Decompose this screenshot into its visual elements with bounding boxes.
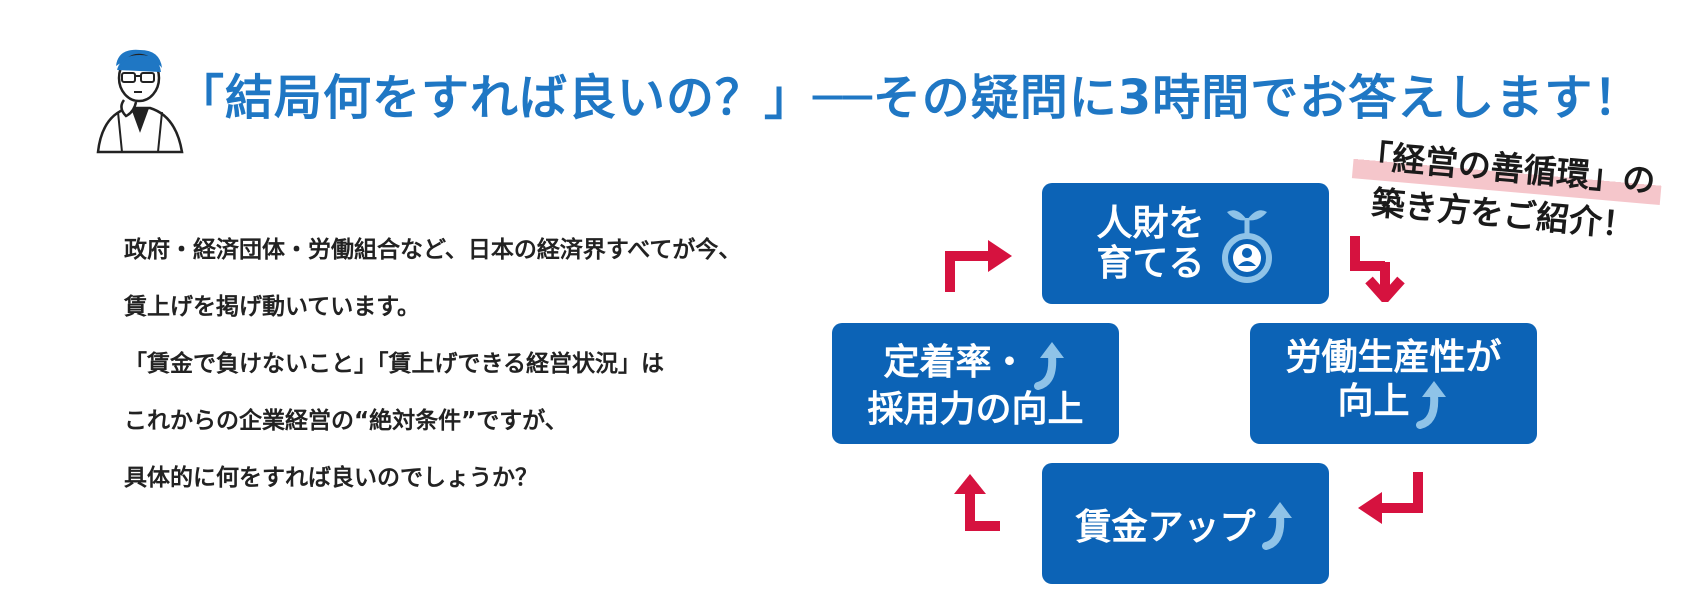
red-arrow-top-left-icon xyxy=(945,240,1012,292)
cycle-label-line2: 育てる xyxy=(1096,242,1205,284)
intro-line: 「賃金で負けないこと」「賃上げできる経営状況」は xyxy=(124,351,665,377)
red-arrow-bottom-left-icon xyxy=(954,474,1000,531)
red-arrow-bottom-right-icon xyxy=(1358,472,1423,524)
intro-line: 賃上げを掲げ動いています。 xyxy=(124,294,421,320)
cycle-label-line1: 定着率・ xyxy=(883,341,1028,383)
cycle-label-line2: 採用力の向上 xyxy=(867,388,1084,430)
cycle-label-line2-wrap: 向上 xyxy=(1337,377,1449,430)
up-arrow-icon xyxy=(1033,341,1064,390)
intro-line: これからの企業経営の“絶対条件”ですが、 xyxy=(124,408,568,434)
up-arrow-icon xyxy=(1261,501,1292,550)
sprout-person-icon xyxy=(1221,209,1272,283)
cycle-box-retention-recruiting: 定着率・ 採用力の向上 xyxy=(832,323,1119,444)
cycle-label-line1: 労働生産性が xyxy=(1285,336,1502,378)
intro-line: 政府・経済団体・労働組合など、日本の経済界すべてが今、 xyxy=(124,237,742,263)
cycle-box-text: 労働生産性が 向上 xyxy=(1285,336,1502,430)
red-arrow-top-right-icon xyxy=(1350,236,1405,302)
cycle-box-develop-talent: 人財を 育てる xyxy=(1042,183,1329,304)
cycle-box-wage-increase: 賃金アップ xyxy=(1042,463,1329,584)
cycle-box-text: 人財を 育てる xyxy=(1096,204,1204,283)
intro-line: 具体的に何をすれば良いのでしょうか？ xyxy=(124,465,538,491)
page-headline: 「結局何をすれば良いの？」──その疑問に3時間でお答えします！ xyxy=(176,70,1643,126)
cycle-label-line1-wrap: 定着率・ xyxy=(883,338,1067,390)
intro-paragraph: 政府・経済団体・労働組合など、日本の経済界すべてが今、 賃上げを掲げ動いています… xyxy=(124,222,864,507)
cycle-box-productivity: 労働生産性が 向上 xyxy=(1250,323,1537,444)
thinking-man-illustration xyxy=(96,49,184,154)
cycle-label-line1: 賃金アップ xyxy=(1075,506,1256,548)
cycle-box-text: 定着率・ 採用力の向上 xyxy=(867,338,1084,430)
cycle-label-line1: 人財を xyxy=(1096,202,1205,244)
cycle-label-line2: 向上 xyxy=(1337,381,1410,423)
up-arrow-icon xyxy=(1415,381,1446,430)
